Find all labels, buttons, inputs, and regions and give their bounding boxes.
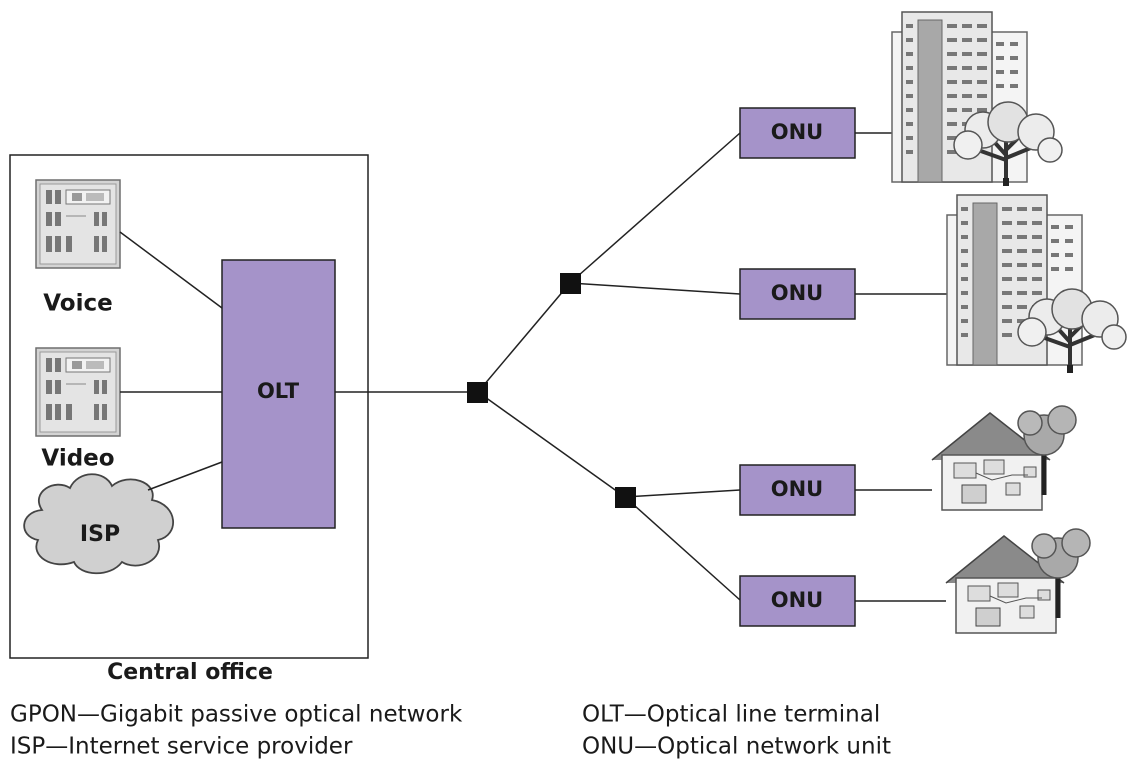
- fiber-upper-branch: [477, 282, 571, 393]
- video-label: Video: [41, 446, 114, 472]
- fiber-onu3: [624, 489, 741, 498]
- central-office-box: [9, 154, 369, 659]
- legend-gpon: GPON—Gigabit passive optical network: [10, 702, 463, 728]
- apartment-building-icon: [891, 11, 1062, 186]
- fiber-onu4: [624, 496, 741, 601]
- legend-isp: ISP—Internet service provider: [10, 734, 353, 760]
- isp-link: [147, 461, 223, 491]
- video-switch-icon: [35, 347, 121, 437]
- onu-label-3: ONU: [771, 477, 823, 501]
- voice-label: Voice: [43, 291, 112, 317]
- lower-splitter: [615, 487, 636, 508]
- legend-olt: OLT—Optical line terminal: [582, 702, 880, 728]
- voice-switch-icon: [35, 179, 121, 269]
- fiber-onu2: [569, 282, 741, 295]
- legend-onu: ONU—Optical network unit: [582, 734, 891, 760]
- onu-box-4: [739, 575, 856, 627]
- house-icon: [932, 406, 1076, 510]
- apartment-building-icon: [946, 194, 1126, 373]
- fiber-lower-branch: [477, 391, 626, 498]
- main-splitter: [467, 382, 488, 403]
- fiber-onu1: [569, 132, 741, 284]
- onu-box-3: [739, 464, 856, 516]
- onu-label-1: ONU: [771, 120, 823, 144]
- olt-label: OLT: [257, 379, 300, 403]
- central-office-caption: Central office: [107, 660, 273, 685]
- onu-label-2: ONU: [771, 281, 823, 305]
- isp-cloud-icon: [23, 473, 175, 575]
- olt-box: [221, 259, 336, 529]
- voice-link: [119, 231, 223, 309]
- onu-label-4: ONU: [771, 588, 823, 612]
- upper-splitter: [560, 273, 581, 294]
- house-icon: [946, 529, 1090, 633]
- isp-label: ISP: [80, 522, 120, 547]
